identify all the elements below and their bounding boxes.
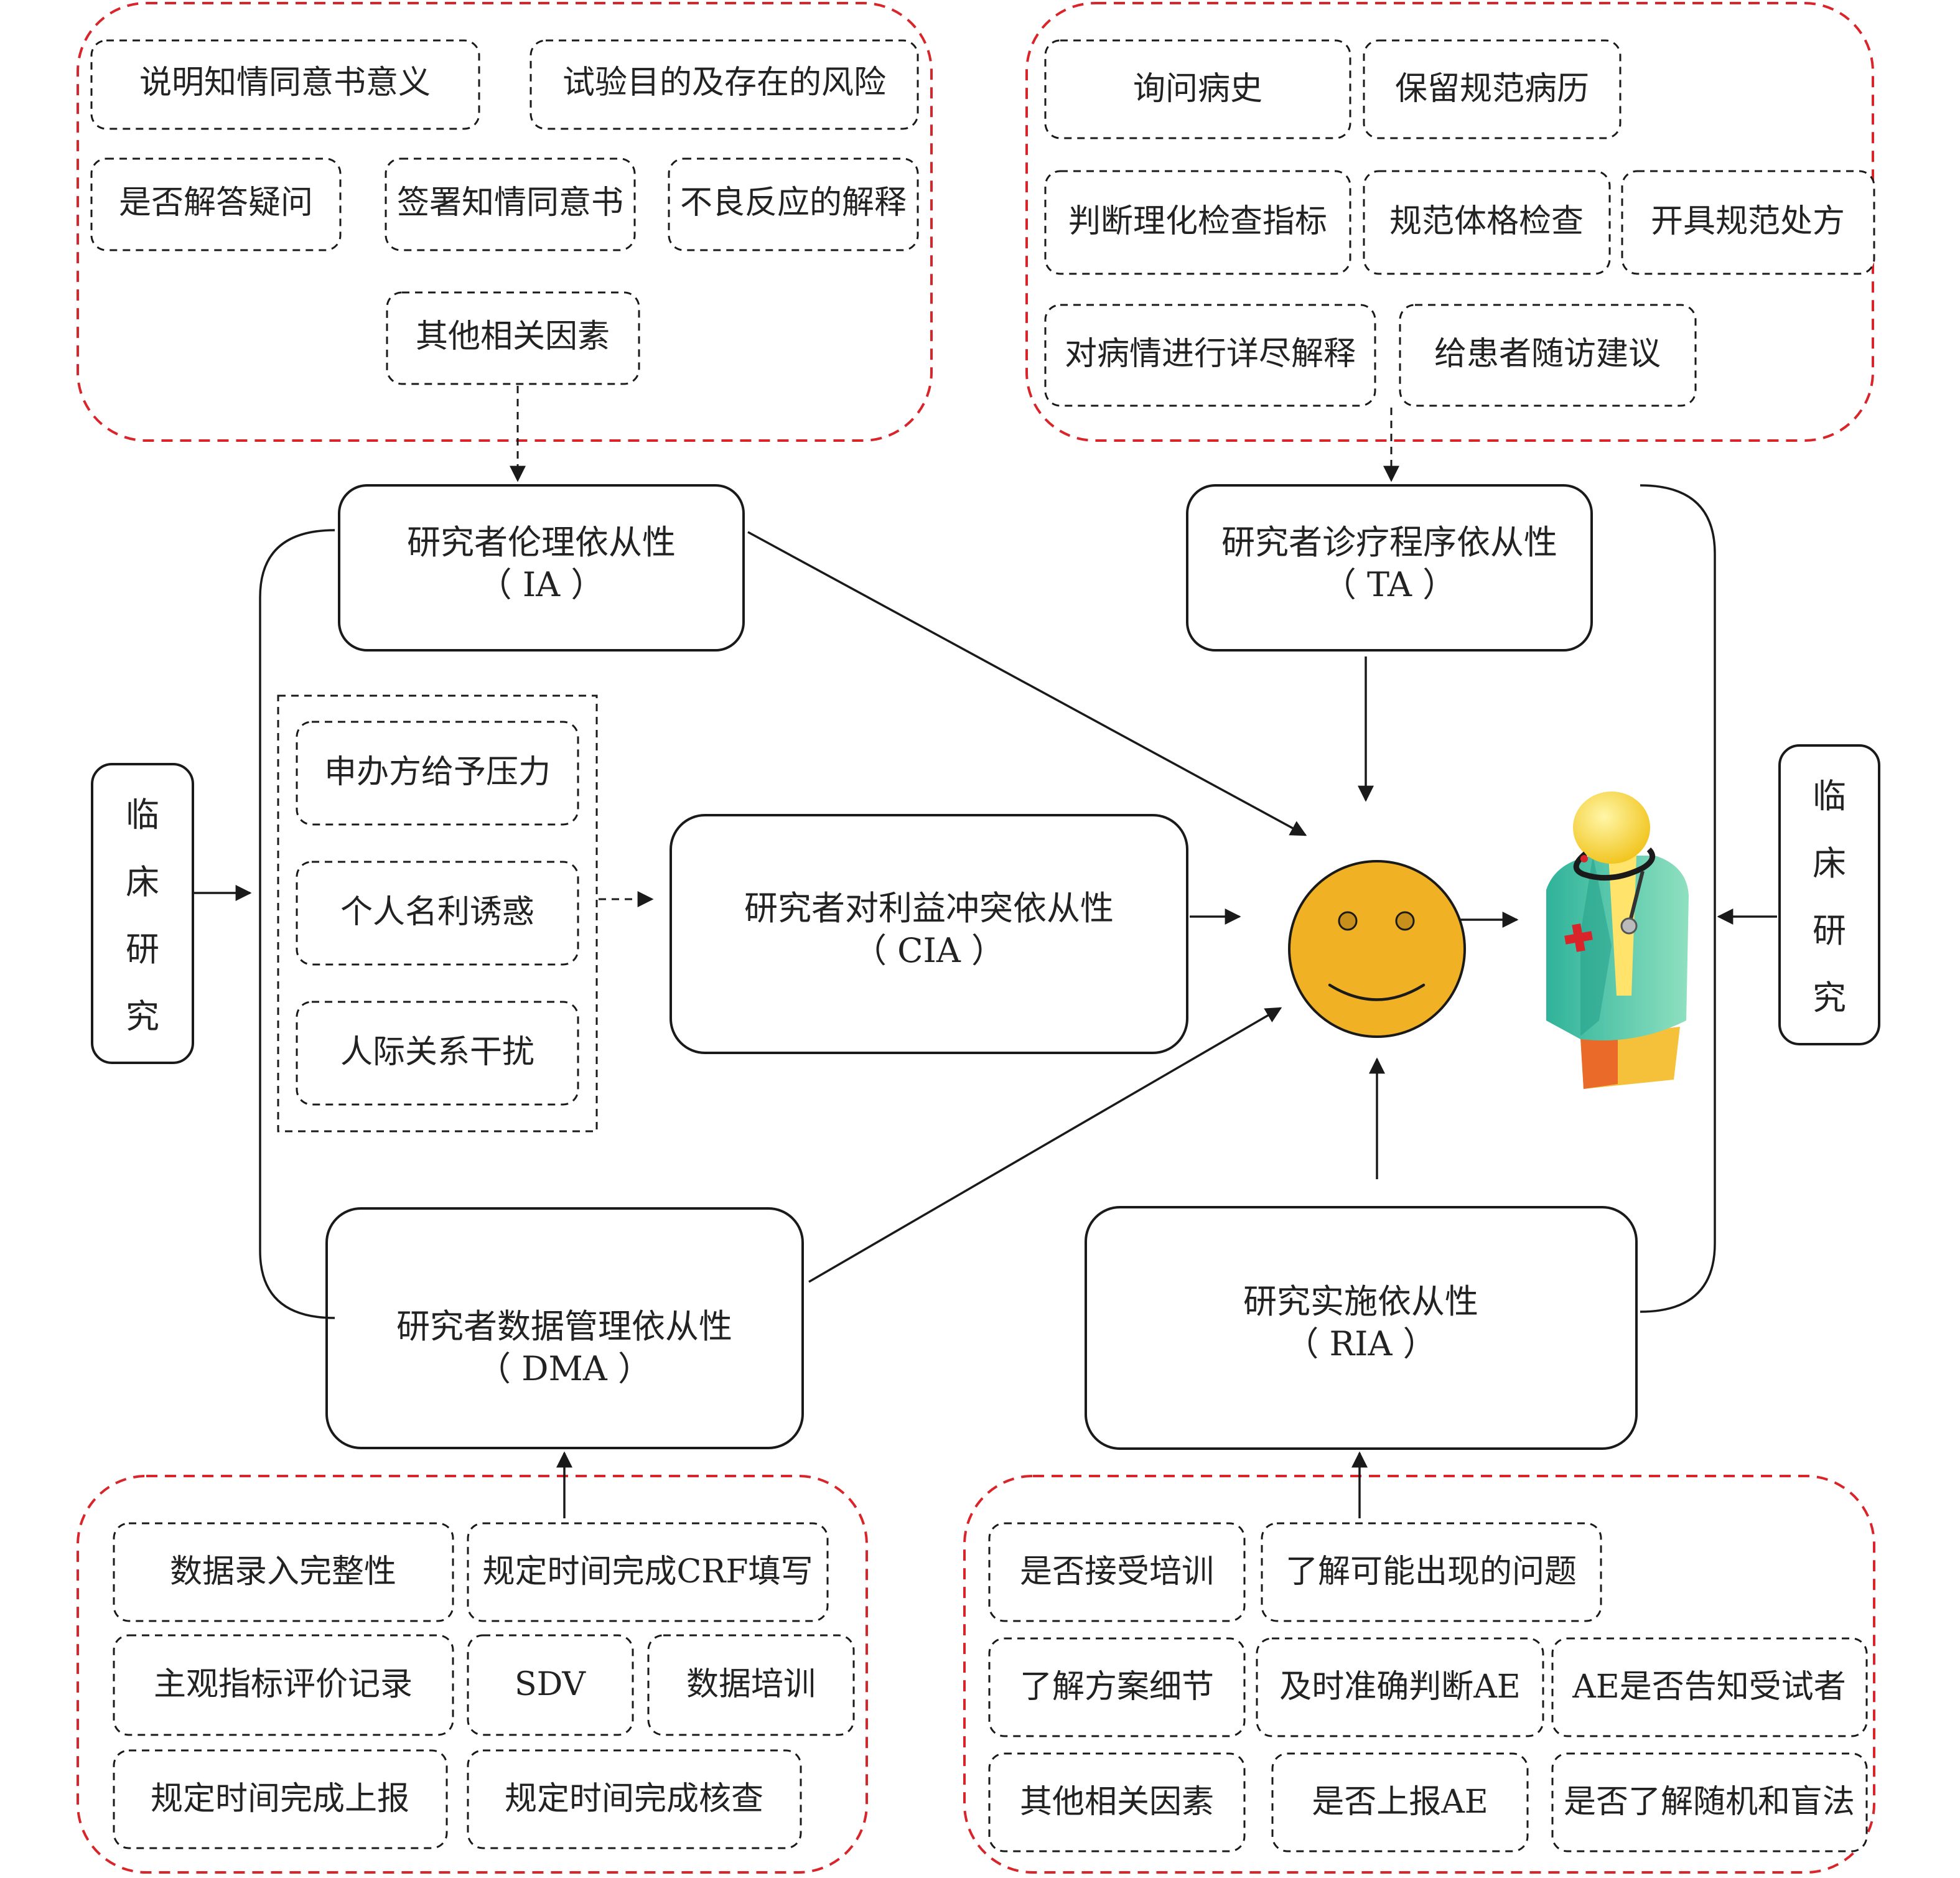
data-factor-item: 规定时间完成CRF填写 bbox=[467, 1522, 829, 1622]
left-side-char: 究 bbox=[126, 997, 159, 1036]
implementation-factor-item: AE是否告知受试者 bbox=[1551, 1637, 1868, 1737]
data-factor-label: 主观指标评价记录 bbox=[154, 1666, 413, 1703]
bottom-right-group-container bbox=[963, 1475, 1875, 1874]
dma-node-title: 研究者数据管理依从性 bbox=[396, 1307, 732, 1346]
treatment-factor-label: 给患者随访建议 bbox=[1434, 335, 1661, 373]
treatment-factor-item: 判断理化检查指标 bbox=[1044, 170, 1351, 275]
data-factor-label: 规定时间完成上报 bbox=[151, 1780, 409, 1818]
conflict-factor-item: 人际关系干扰 bbox=[296, 1001, 579, 1106]
top-left-group-container bbox=[77, 2, 933, 442]
conflict-factor-label: 个人名利诱惑 bbox=[340, 894, 534, 931]
left-side-char: 床 bbox=[126, 862, 159, 902]
ria-node-abbr: （ RIA ） bbox=[1285, 1324, 1436, 1363]
implementation-factor-label: 其他相关因素 bbox=[1020, 1783, 1214, 1821]
smiley-face-icon bbox=[1288, 860, 1466, 1038]
conflict-factor-label: 申办方给予压力 bbox=[324, 754, 551, 791]
ethics-factor-label: 是否解答疑问 bbox=[119, 184, 313, 222]
ia-node: 研究者伦理依从性 （ IA ） bbox=[338, 484, 745, 652]
data-factor-item: 规定时间完成上报 bbox=[113, 1749, 448, 1849]
treatment-factor-label: 规范体格检查 bbox=[1389, 203, 1584, 240]
treatment-factor-item: 对病情进行详尽解释 bbox=[1044, 304, 1376, 407]
cia-node-title: 研究者对利益冲突依从性 bbox=[744, 889, 1114, 928]
data-factor-item: 主观指标评价记录 bbox=[113, 1634, 454, 1736]
treatment-factor-item: 保留规范病历 bbox=[1363, 39, 1622, 139]
data-factor-label: 数据培训 bbox=[686, 1666, 816, 1703]
implementation-factor-label: 是否了解随机和盲法 bbox=[1564, 1783, 1855, 1821]
ethics-factor-label: 试验目的及存在的风险 bbox=[562, 64, 886, 101]
ia-node-title: 研究者伦理依从性 bbox=[407, 523, 676, 562]
conflict-factor-label: 人际关系干扰 bbox=[340, 1034, 534, 1071]
cia-node-abbr: （ CIA ） bbox=[853, 931, 1005, 970]
ria-node-title: 研究实施依从性 bbox=[1243, 1282, 1478, 1321]
right-side-char: 床 bbox=[1813, 844, 1846, 883]
treatment-factor-item: 开具规范处方 bbox=[1621, 170, 1875, 275]
treatment-factor-item: 给患者随访建议 bbox=[1399, 304, 1697, 407]
implementation-factor-label: 了解方案细节 bbox=[1020, 1668, 1214, 1706]
data-factor-label: 规定时间完成CRF填写 bbox=[482, 1553, 813, 1591]
ethics-factor-item: 签署知情同意书 bbox=[385, 157, 636, 251]
implementation-factor-label: 是否接受培训 bbox=[1020, 1553, 1214, 1591]
data-factor-item: 数据录入完整性 bbox=[113, 1522, 454, 1622]
treatment-factor-label: 询问病史 bbox=[1133, 70, 1262, 108]
dma-node: 研究者数据管理依从性 （ DMA ） bbox=[325, 1207, 804, 1449]
treatment-factor-item: 询问病史 bbox=[1044, 39, 1351, 139]
right-side-char: 临 bbox=[1813, 777, 1846, 816]
ria-node: 研究实施依从性 （ RIA ） bbox=[1085, 1206, 1638, 1450]
connector-arrow bbox=[808, 1007, 1282, 1283]
conflict-factor-item: 个人名利诱惑 bbox=[296, 861, 579, 966]
data-factor-label: 规定时间完成核查 bbox=[505, 1780, 763, 1818]
treatment-factor-label: 保留规范病历 bbox=[1395, 70, 1589, 108]
ta-node-abbr: （ TA ） bbox=[1323, 565, 1456, 604]
right-side-char: 研 bbox=[1813, 911, 1846, 950]
conflict-factor-container bbox=[277, 694, 598, 1133]
implementation-factor-item: 其他相关因素 bbox=[988, 1752, 1246, 1852]
implementation-factor-label: AE是否告知受试者 bbox=[1572, 1668, 1846, 1706]
conflict-factor-item: 申办方给予压力 bbox=[296, 721, 579, 826]
dma-node-abbr: （ DMA ） bbox=[477, 1349, 651, 1388]
implementation-factor-label: 了解可能出现的问题 bbox=[1286, 1553, 1577, 1591]
left-side-label: 临 床 研 究 bbox=[91, 763, 194, 1064]
implementation-factor-item: 是否接受培训 bbox=[988, 1522, 1246, 1622]
doctor-figure-icon bbox=[1546, 792, 1689, 1089]
data-factor-item: 数据培训 bbox=[647, 1634, 855, 1736]
ethics-factor-item: 不良反应的解释 bbox=[668, 157, 919, 251]
treatment-factor-label: 对病情进行详尽解释 bbox=[1065, 335, 1356, 373]
top-right-group-container bbox=[1025, 2, 1874, 442]
ethics-factor-label: 签署知情同意书 bbox=[397, 184, 623, 222]
implementation-factor-label: 及时准确判断AE bbox=[1279, 1668, 1521, 1706]
treatment-factor-item: 规范体格检查 bbox=[1363, 170, 1611, 275]
implementation-factor-item: 是否上报AE bbox=[1271, 1752, 1529, 1852]
connector-arrow bbox=[747, 531, 1307, 836]
ethics-factor-item: 说明知情同意书意义 bbox=[90, 39, 480, 130]
bottom-left-group-container bbox=[77, 1475, 868, 1874]
ethics-factor-item: 其他相关因素 bbox=[386, 291, 640, 385]
implementation-factor-item: 是否了解随机和盲法 bbox=[1551, 1752, 1868, 1852]
left-bracket-line bbox=[259, 529, 335, 1319]
treatment-factor-label: 判断理化检查指标 bbox=[1068, 203, 1327, 240]
ia-node-abbr: （ IA ） bbox=[478, 565, 605, 604]
data-factor-item: 规定时间完成核查 bbox=[467, 1749, 802, 1849]
ethics-factor-item: 试验目的及存在的风险 bbox=[530, 39, 919, 130]
ethics-factor-item: 是否解答疑问 bbox=[90, 157, 342, 251]
left-side-char: 临 bbox=[126, 795, 159, 834]
ta-node-title: 研究者诊疗程序依从性 bbox=[1221, 523, 1557, 562]
implementation-factor-item: 了解方案细节 bbox=[988, 1637, 1246, 1737]
right-side-label: 临 床 研 究 bbox=[1778, 744, 1880, 1045]
implementation-factor-label: 是否上报AE bbox=[1312, 1783, 1488, 1821]
right-side-char: 究 bbox=[1813, 978, 1846, 1017]
ethics-factor-label: 说明知情同意书意义 bbox=[139, 64, 431, 101]
implementation-factor-item: 了解可能出现的问题 bbox=[1261, 1522, 1602, 1622]
data-factor-label: SDV bbox=[515, 1666, 586, 1703]
left-side-char: 研 bbox=[126, 930, 159, 969]
ethics-factor-label: 不良反应的解释 bbox=[680, 184, 907, 222]
data-factor-label: 数据录入完整性 bbox=[170, 1553, 396, 1591]
ethics-factor-label: 其他相关因素 bbox=[416, 318, 610, 355]
implementation-factor-item: 及时准确判断AE bbox=[1256, 1637, 1544, 1737]
ta-node: 研究者诊疗程序依从性 （ TA ） bbox=[1186, 484, 1593, 652]
treatment-factor-label: 开具规范处方 bbox=[1651, 203, 1845, 240]
right-bracket-line bbox=[1640, 484, 1716, 1313]
data-factor-item: SDV bbox=[467, 1634, 634, 1736]
cia-node: 研究者对利益冲突依从性 （ CIA ） bbox=[670, 814, 1188, 1054]
